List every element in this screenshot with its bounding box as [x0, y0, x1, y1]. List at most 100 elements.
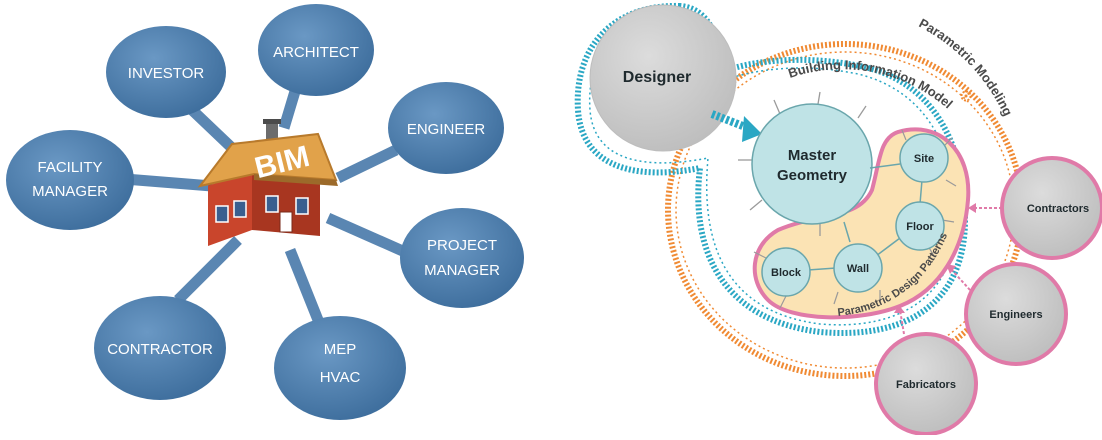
parametric-modeling-label: Parametric Modeling — [917, 15, 1016, 118]
role-node — [106, 26, 226, 118]
component-bubble — [833, 243, 883, 293]
house-front-wall — [208, 170, 252, 246]
component-label: Floor — [906, 221, 934, 233]
chimney-cap — [263, 119, 281, 124]
role-investor: INVESTOR — [106, 26, 226, 118]
connector-contractor — [174, 236, 242, 304]
role-facility-manager: FACILITY MANAGER — [6, 130, 134, 230]
role-label: PROJECT — [427, 237, 497, 254]
connector-mep-hvac — [284, 247, 324, 323]
arrowhead-fabricators — [894, 305, 905, 313]
stakeholder-arrows — [899, 207, 1002, 335]
gear-hub — [964, 94, 968, 98]
connector — [919, 179, 923, 205]
role-label: MEP — [324, 341, 357, 358]
role-label: MANAGER — [424, 262, 500, 279]
tick — [753, 251, 767, 259]
tick — [833, 291, 839, 305]
stakeholder-label: Contractors — [1027, 203, 1089, 215]
house-roof-edge — [254, 174, 338, 186]
role-node — [400, 208, 524, 308]
component-bubble — [761, 247, 811, 297]
master-geometry-node: Master Geometry — [738, 91, 873, 236]
window — [265, 195, 279, 213]
connector — [843, 221, 851, 243]
component-wall: Wall — [833, 243, 883, 293]
component-label: Block — [771, 267, 802, 279]
role-project-manager: PROJECT MANAGER — [400, 208, 524, 308]
window — [295, 197, 309, 215]
stakeholder-label: Fabricators — [896, 379, 956, 391]
connector — [869, 163, 901, 169]
role-architect: ARCHITECT — [258, 4, 374, 96]
stakeholder-contractors: Contractors — [1000, 156, 1102, 260]
door — [279, 211, 293, 233]
designer-arrow — [710, 110, 762, 142]
connector — [875, 237, 901, 257]
arrowhead-contractors — [968, 203, 976, 213]
designer-bubble — [589, 4, 737, 152]
master-geometry-label: Geometry — [777, 167, 848, 184]
house-side-wall — [252, 170, 320, 236]
role-mep-hvac: MEP HVAC — [274, 316, 406, 420]
connector-architect — [278, 86, 302, 130]
connector-investor — [186, 104, 236, 152]
parametric-modeling-diagram: Designer Master Geometry — [574, 2, 1102, 436]
component-label: Wall — [847, 263, 869, 275]
role-node — [258, 4, 374, 96]
connector — [807, 267, 837, 271]
component-site: Site — [899, 133, 949, 183]
component-connectors — [807, 163, 923, 271]
tick — [749, 199, 763, 211]
component-label: Site — [914, 153, 934, 165]
gear-ring — [960, 90, 972, 102]
arrow-fabricators — [899, 309, 905, 335]
role-contractor: CONTRACTOR — [94, 296, 226, 400]
connector-project-manager — [325, 212, 417, 262]
parametric-modeling-text: Parametric Modeling — [917, 15, 1016, 118]
role-node — [94, 296, 226, 400]
arrow-engineers — [949, 267, 971, 291]
gear-icon — [960, 90, 972, 102]
stakeholder-fabricators: Fabricators — [874, 332, 978, 436]
role-label: INVESTOR — [128, 65, 205, 82]
component-ticks — [753, 129, 957, 309]
designer-node: Designer — [589, 4, 737, 152]
connector-engineer — [335, 145, 399, 183]
role-node — [388, 82, 504, 174]
designer-label: Designer — [623, 69, 691, 86]
tick — [817, 91, 821, 105]
role-node — [274, 316, 406, 420]
stakeholder-bubble — [964, 262, 1068, 366]
window — [233, 200, 247, 218]
role-engineer: ENGINEER — [388, 82, 504, 174]
window — [215, 205, 229, 223]
arrowhead-engineers — [946, 264, 956, 274]
stakeholder-arrowheads — [894, 203, 976, 313]
chimney — [266, 122, 278, 142]
role-label: FACILITY — [37, 159, 102, 176]
tick — [779, 295, 787, 309]
role-label: MANAGER — [32, 183, 108, 200]
arrow-head — [742, 116, 762, 142]
master-geometry-label: Master — [788, 147, 837, 164]
stakeholder-bubble — [874, 332, 978, 436]
role-label: HVAC — [320, 369, 361, 386]
component-bubble — [895, 201, 945, 251]
component-bubble — [899, 133, 949, 183]
stakeholder-engineers: Engineers — [964, 262, 1068, 366]
tick — [857, 105, 867, 119]
house-roof — [197, 132, 338, 188]
role-label: ARCHITECT — [273, 44, 359, 61]
tick — [773, 99, 781, 115]
bim-house-icon: BIM — [197, 119, 338, 246]
tick — [901, 129, 907, 141]
arrow-shaft — [710, 110, 750, 132]
role-node — [6, 130, 134, 230]
tick — [945, 179, 957, 187]
bim-stakeholder-diagram: INVESTOR ARCHITECT ENGINEER FACILITY MAN… — [6, 4, 524, 420]
component-block: Block — [761, 247, 811, 297]
master-geometry-bubble — [751, 103, 873, 225]
